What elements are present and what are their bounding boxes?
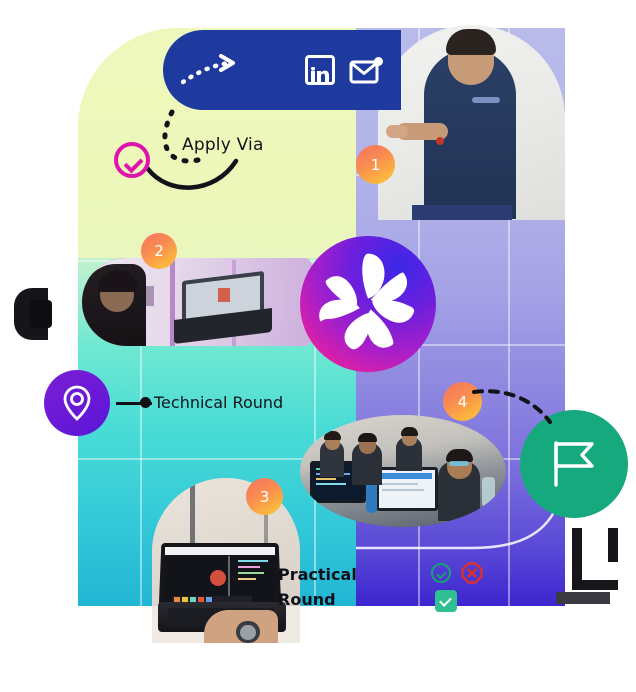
location-pin-badge[interactable] — [44, 370, 110, 436]
linkedin-icon[interactable] — [305, 55, 335, 85]
check-square-mini-icon — [435, 590, 457, 612]
pinwheel-logo-icon — [300, 236, 436, 372]
photo-presenter — [378, 25, 565, 220]
mail-icon[interactable] — [349, 57, 385, 84]
check-circle-icon — [114, 142, 150, 178]
step-badge-3[interactable]: 3 — [246, 478, 283, 515]
practical-round-label: Practical Round — [278, 565, 357, 609]
check-circle-mini-icon — [431, 563, 451, 583]
decorative-shape-left-inner — [30, 300, 52, 328]
technical-round-dot — [140, 397, 151, 408]
photo-team-workspace — [300, 415, 506, 527]
arrow-icon — [181, 54, 235, 85]
apply-channels-banner[interactable] — [163, 30, 401, 110]
apply-via-label: Apply Via — [182, 135, 264, 155]
step-badge-4[interactable]: 4 — [443, 382, 482, 421]
x-octagon-mini-icon — [461, 562, 483, 584]
decorative-shape-right-2 — [572, 580, 618, 590]
photo-coding-laptop — [152, 478, 300, 643]
flag-badge[interactable] — [520, 410, 628, 518]
technical-round-label: Technical Round — [154, 393, 284, 412]
step-badge-2[interactable]: 2 — [141, 233, 177, 269]
technical-round-connector — [116, 402, 152, 405]
location-pin-icon — [63, 385, 91, 421]
step-badge-1[interactable]: 1 — [356, 145, 395, 184]
photo-interview-laptop — [82, 258, 312, 346]
decorative-shape-right-grey — [556, 592, 610, 604]
decorative-shape-right-3 — [608, 528, 618, 562]
decorative-shape-right-1 — [572, 528, 582, 590]
flag-icon — [554, 441, 594, 487]
